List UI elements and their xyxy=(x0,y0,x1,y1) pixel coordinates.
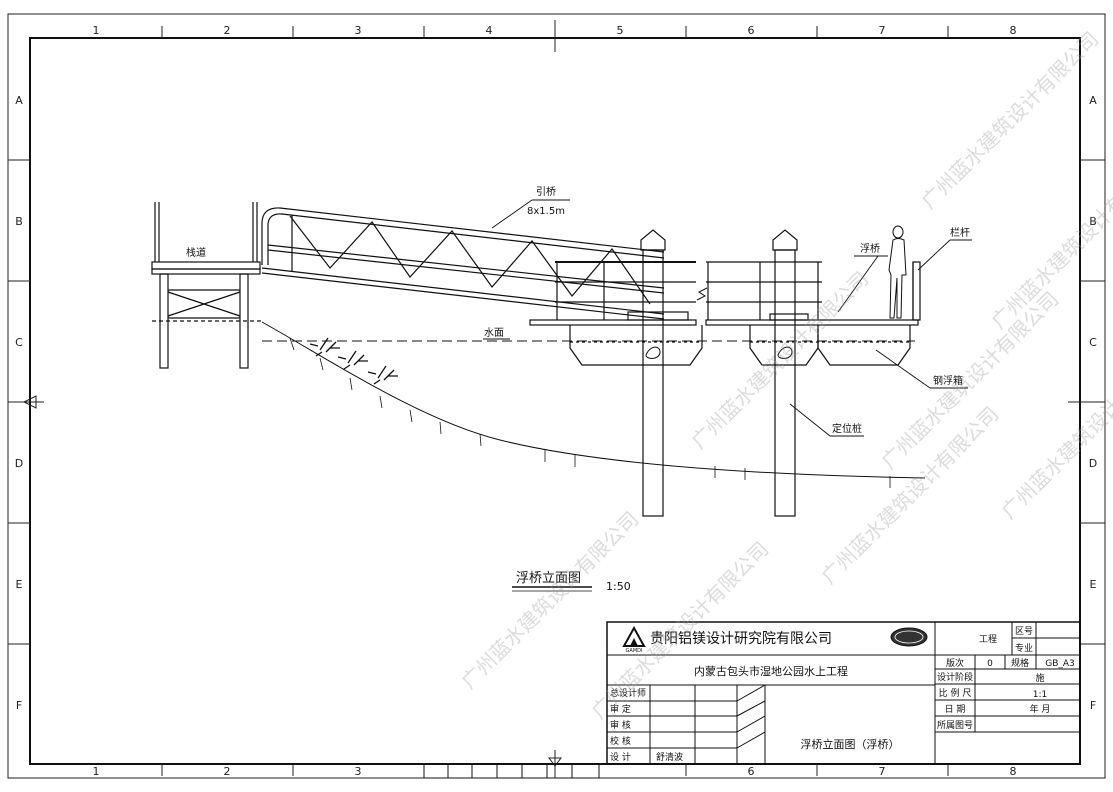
spec-value: GB_A3 xyxy=(1045,659,1075,669)
svg-text:E: E xyxy=(16,578,23,591)
drawing-title: 浮桥立面图 xyxy=(516,571,581,586)
spec-label: 规格 xyxy=(1011,657,1029,669)
version-value: 0 xyxy=(987,659,993,669)
stage-label: 设计阶段 xyxy=(937,671,973,683)
role-checked: 校 核 xyxy=(610,735,631,747)
person-figure-icon xyxy=(888,225,907,319)
svg-text:B: B xyxy=(15,215,23,228)
svg-text:E: E xyxy=(1090,578,1097,591)
positioning-piles xyxy=(640,229,798,517)
svg-text:D: D xyxy=(15,457,23,470)
elevation-drawing xyxy=(151,199,972,517)
discipline-label: 专业 xyxy=(1015,642,1033,654)
role-approved: 审 定 xyxy=(610,703,631,715)
svg-text:F: F xyxy=(1090,699,1096,712)
company-logo-icon xyxy=(622,625,646,647)
date-label: 日 期 xyxy=(945,704,966,715)
grid-row-labels-right: A B C D E F xyxy=(1089,94,1097,712)
label-approach-bridge: 引桥 xyxy=(536,186,556,198)
designer-name: 舒清波 xyxy=(656,751,683,763)
label-water-surface: 水面 xyxy=(484,327,504,339)
approach-bridge-truss xyxy=(261,207,665,320)
svg-text:广州蓝水建筑设计有限公司: 广州蓝水建筑设计有限公司 xyxy=(917,27,1104,214)
svg-text:5: 5 xyxy=(617,24,624,37)
grid-column-labels-top: 1 2 3 4 5 6 7 8 xyxy=(93,24,1017,37)
version-label: 版次 xyxy=(946,657,964,669)
role-chief-designer: 总设计师 xyxy=(610,687,646,699)
sheet-title: 浮桥立面图（浮桥） xyxy=(801,737,900,751)
svg-text:C: C xyxy=(1089,336,1097,349)
svg-text:D: D xyxy=(1089,457,1097,470)
drawing-scale: 1:50 xyxy=(606,580,631,593)
floating-bridge-deck xyxy=(529,261,921,326)
svg-text:6: 6 xyxy=(748,765,755,778)
svg-text:1: 1 xyxy=(93,24,100,37)
scale-label: 比 例 尺 xyxy=(939,687,972,699)
svg-text:6: 6 xyxy=(748,24,755,37)
ground-hatch xyxy=(289,337,891,488)
svg-text:B: B xyxy=(1089,215,1097,228)
zone-label: 区号 xyxy=(1015,626,1033,637)
logo-caption: GAMDI xyxy=(626,648,643,654)
svg-text:3: 3 xyxy=(355,24,362,37)
svg-text:2: 2 xyxy=(224,24,231,37)
svg-text:2: 2 xyxy=(224,765,231,778)
svg-text:3: 3 xyxy=(355,765,362,778)
svg-text:F: F xyxy=(16,699,22,712)
stage-value: 施 xyxy=(1035,672,1044,684)
watermarks: 广州蓝水建筑设计有限公司 广州蓝水建筑设计有限公司 广州蓝水建筑设计有限公司 广… xyxy=(457,27,1113,724)
ground-line xyxy=(261,321,926,479)
label-trestle: 栈道 xyxy=(186,246,206,259)
svg-text:8: 8 xyxy=(1010,24,1017,37)
svg-text:7: 7 xyxy=(879,24,886,37)
role-reviewed: 审 核 xyxy=(610,719,631,731)
svg-text:7: 7 xyxy=(879,765,886,778)
project-name: 内蒙古包头市湿地公园水上工程 xyxy=(694,664,848,678)
leader-lines xyxy=(483,199,972,437)
grid-row-labels-left: A B C D E F xyxy=(15,94,23,712)
svg-text:A: A xyxy=(15,94,23,107)
svg-text:4: 4 xyxy=(486,24,493,37)
ref-label: 所属图号 xyxy=(937,720,973,731)
svg-text:广州蓝水建筑设计有限公司: 广州蓝水建筑设计有限公司 xyxy=(457,507,644,694)
label-railing: 栏杆 xyxy=(950,226,970,239)
svg-text:A: A xyxy=(1089,94,1097,107)
role-designed: 设 计 xyxy=(610,751,631,763)
center-mark-bottom xyxy=(548,757,562,767)
title-block xyxy=(423,621,1081,779)
steel-float-boxes xyxy=(569,325,911,366)
project-label: 工程 xyxy=(979,634,997,645)
label-positioning-pile: 定位桩 xyxy=(832,422,862,435)
svg-text:8: 8 xyxy=(1010,765,1017,778)
company-name: 贵阳铝镁设计研究院有限公司 xyxy=(650,631,832,647)
svg-text:广州蓝水建筑设计有限公司: 广州蓝水建筑设计有限公司 xyxy=(997,337,1113,524)
center-mark-left xyxy=(22,395,37,409)
label-approach-size: 8x1.5m xyxy=(527,206,565,217)
label-steel-float-box: 钢浮箱 xyxy=(933,374,963,387)
label-floating-bridge: 浮桥 xyxy=(860,243,880,255)
trestle xyxy=(151,202,262,369)
svg-text:1: 1 xyxy=(93,765,100,778)
grid-column-labels-bottom: 1 2 3 6 7 8 xyxy=(93,765,1017,778)
scale-value: 1:1 xyxy=(1033,690,1047,700)
seal-inner xyxy=(894,630,924,644)
date-value: 年 月 xyxy=(1030,703,1051,715)
plant-symbols xyxy=(309,337,398,385)
svg-text:C: C xyxy=(15,336,23,349)
